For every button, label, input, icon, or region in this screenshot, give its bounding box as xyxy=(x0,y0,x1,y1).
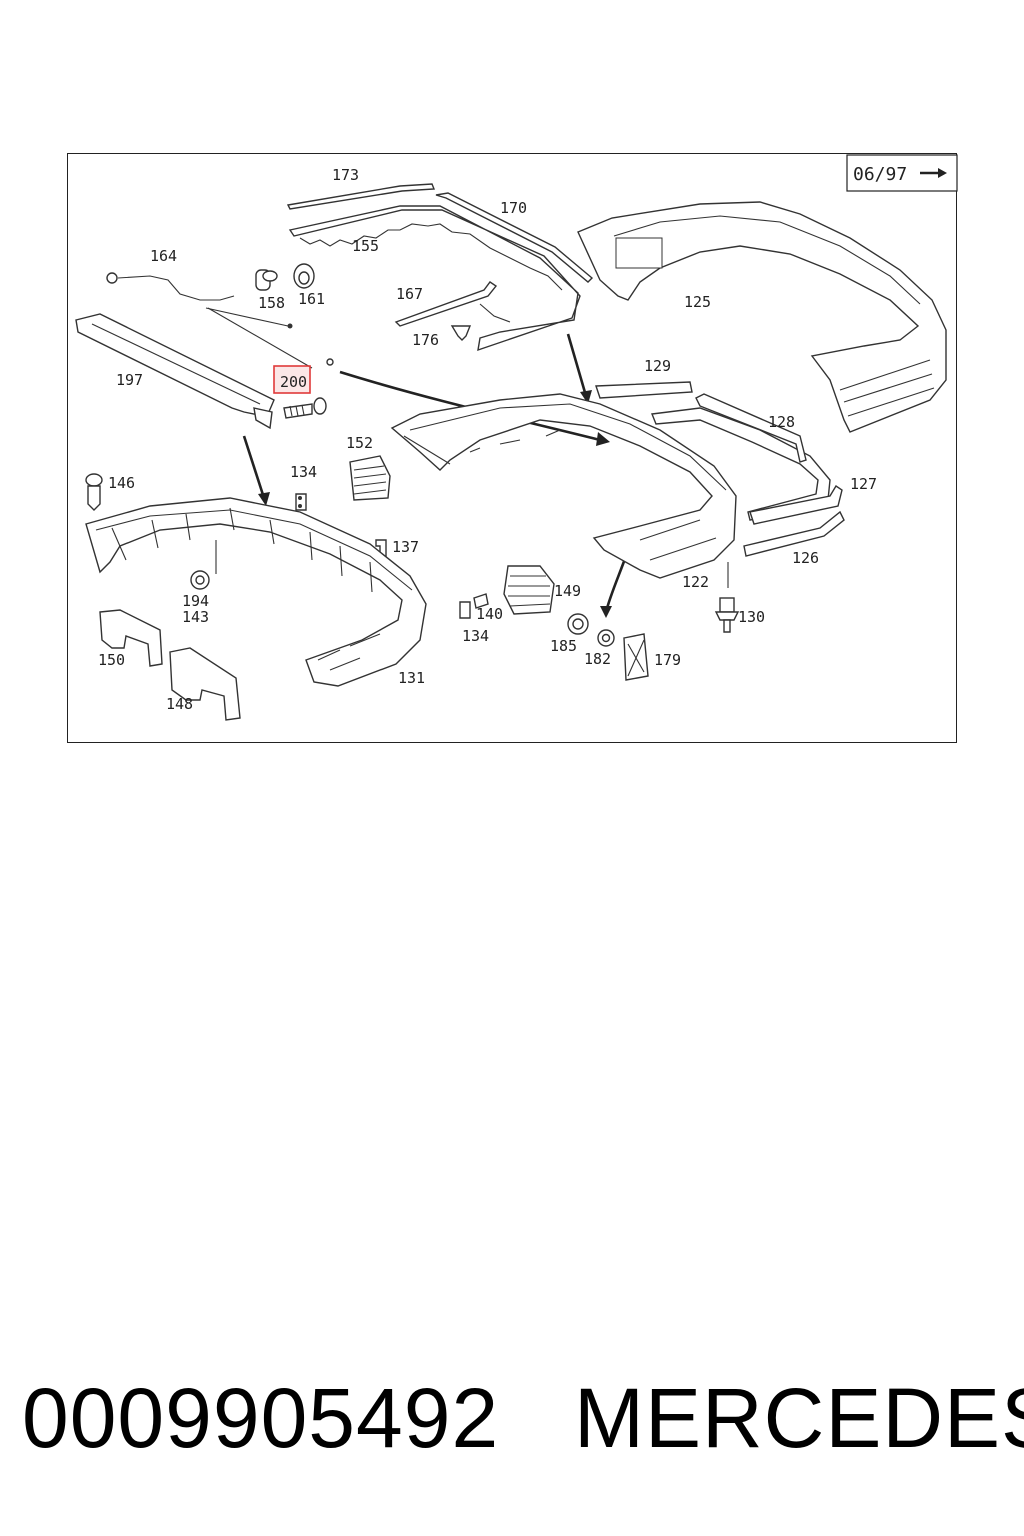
part-176-clip xyxy=(450,303,511,341)
callout-148: 148 xyxy=(166,695,193,713)
callout-164: 164 xyxy=(150,247,177,265)
part-158-plug xyxy=(255,269,278,291)
part-131-lower-bumper xyxy=(85,497,427,687)
callout-128: 128 xyxy=(768,413,795,431)
part-194-nut xyxy=(190,540,217,590)
highlighted-callout-200: 200 xyxy=(273,365,311,394)
callout-170: 170 xyxy=(500,199,527,217)
callout-149: 149 xyxy=(554,582,581,600)
part-155-rail xyxy=(288,205,581,352)
callout-127: 127 xyxy=(850,475,877,493)
part-179-plate xyxy=(623,633,649,681)
diagram-frame xyxy=(67,153,957,743)
callout-173: 173 xyxy=(332,166,359,184)
part-164-wire xyxy=(106,272,293,329)
part-170-strip xyxy=(435,192,594,283)
part-130-clip xyxy=(714,597,740,633)
callout-140: 140 xyxy=(476,605,503,623)
part-140-clip xyxy=(459,593,489,619)
part-128-bracket xyxy=(651,393,831,521)
screw-icon xyxy=(283,397,327,419)
callout-134-upper: 134 xyxy=(290,463,317,481)
callout-137: 137 xyxy=(392,538,419,556)
callout-126: 126 xyxy=(792,549,819,567)
callout-122: 122 xyxy=(682,573,709,591)
callout-185: 185 xyxy=(550,637,577,655)
callout-179: 179 xyxy=(654,651,681,669)
part-182-washer xyxy=(597,629,615,647)
callout-182: 182 xyxy=(584,650,611,668)
arrow-197-to-131 xyxy=(242,435,266,499)
callout-labels: 173 170 155 164 158 161 167 176 125 197 … xyxy=(98,166,877,713)
part-197-molding xyxy=(75,313,275,430)
callout-146: 146 xyxy=(108,474,135,492)
date-badge-text: 06/97 xyxy=(853,164,907,185)
part-150-bracket xyxy=(99,609,163,667)
part-185-nut xyxy=(567,613,589,635)
part-167-strip xyxy=(394,281,498,327)
callout-197: 197 xyxy=(116,371,143,389)
part-126-strip xyxy=(727,510,845,588)
callout-125: 125 xyxy=(684,293,711,311)
arrow-155-to-122 xyxy=(566,333,588,397)
arrow-122-to-179 xyxy=(604,555,628,613)
callout-143: 143 xyxy=(182,608,209,626)
part-173-strip xyxy=(286,183,436,210)
part-152-grille xyxy=(349,455,391,501)
callout-134-lower: 134 xyxy=(462,627,489,645)
part-146-push-pin xyxy=(85,473,103,511)
callout-176: 176 xyxy=(412,331,439,349)
date-badge: 06/97 xyxy=(846,154,958,192)
callout-200-label: 200 xyxy=(280,373,307,391)
part-129-strip xyxy=(595,381,693,399)
callout-150: 150 xyxy=(98,651,125,669)
callout-161: 161 xyxy=(298,290,325,308)
part-127-strip xyxy=(749,485,843,525)
callout-152: 152 xyxy=(346,434,373,452)
footer: 0009905492 MERCEDES xyxy=(0,1368,1024,1468)
callout-167: 167 xyxy=(396,285,423,303)
callout-155: 155 xyxy=(352,237,379,255)
callout-130: 130 xyxy=(738,608,765,626)
part-number: 0009905492 xyxy=(22,1371,500,1465)
part-134-clip xyxy=(295,493,307,511)
part-149-grille xyxy=(503,565,555,615)
callout-158: 158 xyxy=(258,294,285,312)
part-148-bracket xyxy=(169,647,241,721)
callout-194: 194 xyxy=(182,592,209,610)
callout-129: 129 xyxy=(644,357,671,375)
brand-name: MERCEDES xyxy=(574,1371,1024,1465)
parts-diagram: 06/97 xyxy=(75,154,958,721)
part-125-bumper-cover xyxy=(577,201,947,433)
part-122-carrier xyxy=(390,393,737,579)
part-161-grommet xyxy=(293,263,315,289)
callout-131: 131 xyxy=(398,669,425,687)
